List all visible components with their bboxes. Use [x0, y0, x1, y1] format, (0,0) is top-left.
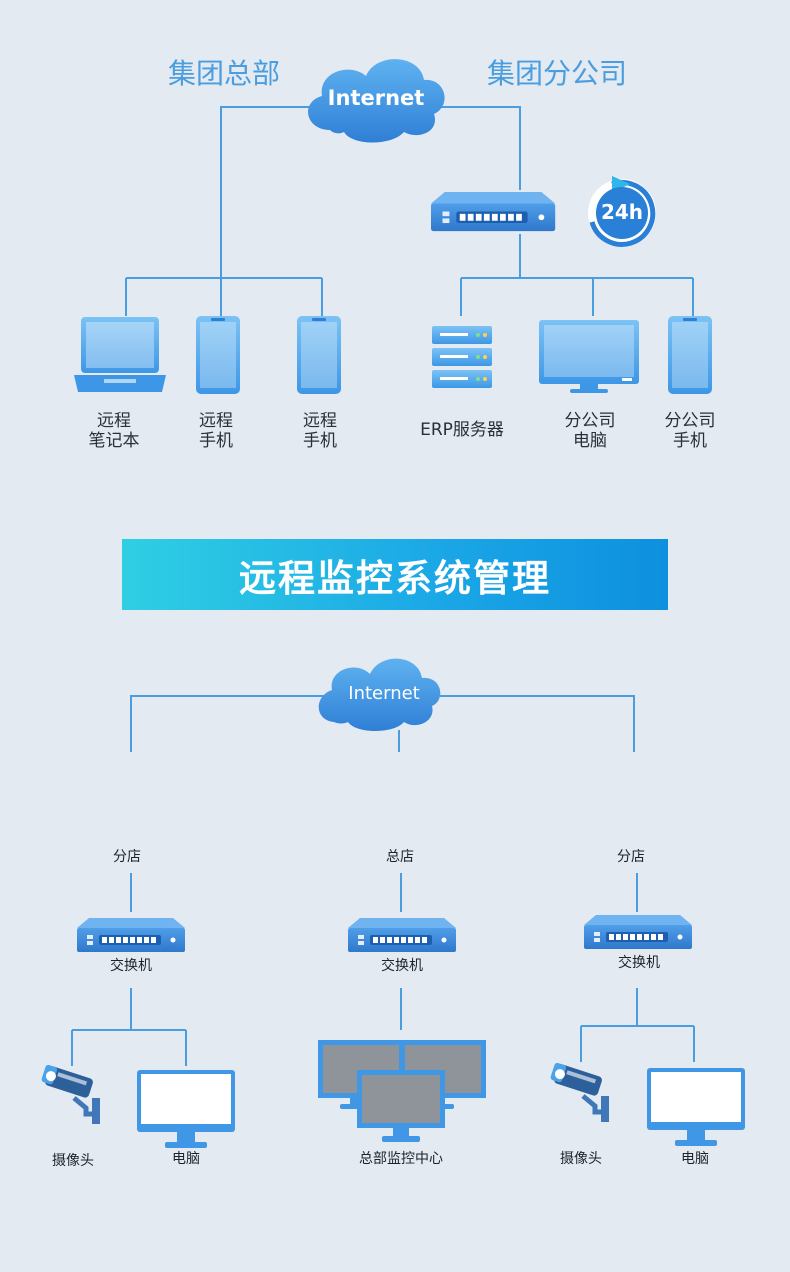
phone-icon [297, 316, 341, 394]
device-label-branch-phone: 分公司 手机 [664, 411, 716, 451]
internet-label-top: Internet [327, 86, 425, 110]
internet-label-bottom: Internet [348, 683, 420, 704]
banner-title: 远程监控系统管理 [239, 556, 551, 600]
device-label-line: 电脑 [573, 430, 607, 451]
switch-label-center: 交换机 [381, 958, 423, 974]
device-label-line: 远程 [303, 411, 337, 431]
device-label-line: 分公司 [664, 411, 716, 431]
top-connection-lines [125, 106, 694, 316]
device-label-line: 分公司 [564, 411, 616, 431]
switch-icon [348, 918, 456, 952]
24h-badge-icon [588, 176, 656, 247]
camera-label-left: 摄像头 [52, 1153, 94, 1169]
top-switch-icon [431, 192, 556, 232]
device-label-branch-pc: 分公司 电脑 [564, 411, 616, 451]
camera-label-right: 摄像头 [560, 1151, 602, 1167]
device-label-phone: 远程 手机 [303, 411, 337, 451]
desktop-monitor-icon [539, 320, 639, 393]
device-label-phone: 远程 手机 [199, 411, 233, 451]
laptop-icon [74, 317, 166, 392]
device-label-line: 远程 [199, 411, 233, 431]
badge-24h-label: 24h [600, 200, 644, 224]
pc-label-left: 电脑 [172, 1151, 200, 1167]
camera-icon [41, 1064, 100, 1124]
bottom-connection-lines [71, 695, 695, 1066]
server-icon [432, 326, 492, 388]
phone-icon [196, 316, 240, 394]
phone-icon [668, 316, 712, 394]
switch-icon [584, 915, 692, 949]
monitor-icon [647, 1068, 745, 1146]
switch-label-right: 交换机 [618, 955, 660, 971]
monitor-icon [137, 1070, 235, 1148]
device-label-erp-server: ERP服务器 [420, 420, 504, 440]
internet-cloud-top [308, 59, 445, 143]
switch-icon [77, 918, 185, 952]
camera-icon [550, 1062, 609, 1122]
pc-label-right: 电脑 [681, 1151, 709, 1167]
monitoring-center-label: 总部监控中心 [359, 1151, 443, 1167]
device-label-line: 手机 [199, 430, 233, 451]
switch-label-left: 交换机 [110, 958, 152, 974]
branch-name-left: 分店 [113, 849, 141, 865]
device-label-line: 笔记本 [88, 430, 140, 451]
branch-name-right: 分店 [617, 849, 645, 865]
internet-cloud-bottom [318, 658, 441, 731]
device-label-laptop: 远程 笔记本 [88, 411, 140, 451]
branch-name-center: 总店 [386, 849, 414, 865]
branch-company-title: 集团分公司 [486, 57, 628, 90]
device-label-line: 远程 [97, 411, 131, 431]
device-label-line: 手机 [673, 430, 707, 451]
section-banner: 远程监控系统管理 [122, 539, 668, 610]
monitoring-wall-icon [318, 1040, 486, 1142]
device-label-line: 手机 [303, 430, 337, 451]
headquarters-title: 集团总部 [167, 57, 281, 90]
